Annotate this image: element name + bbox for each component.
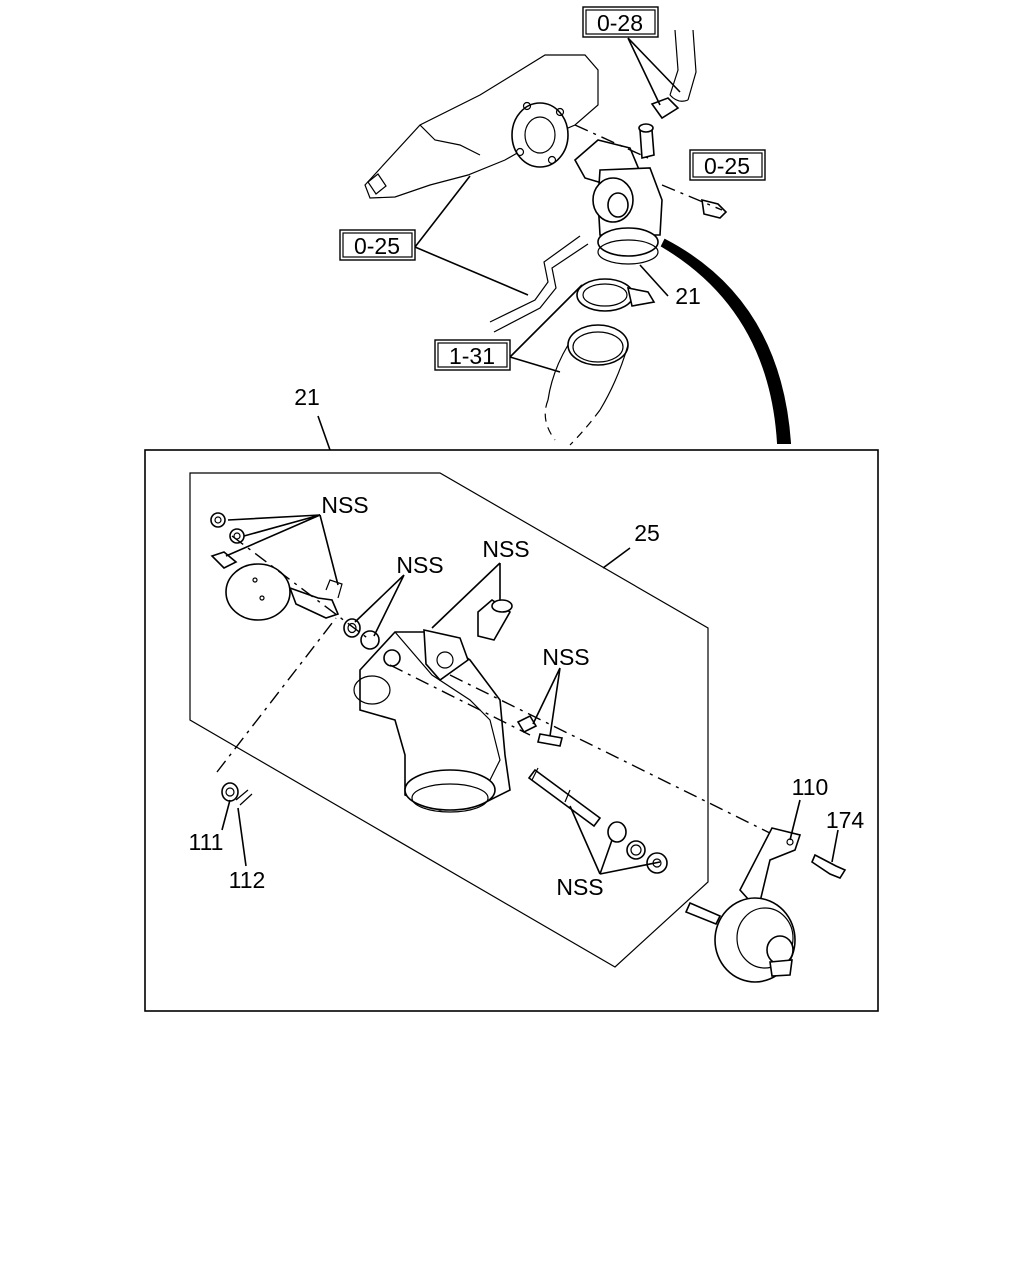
exhaust-manifold xyxy=(364,54,599,199)
valve-body-housing xyxy=(353,628,511,813)
leader-21-detail xyxy=(317,415,331,451)
exhaust-pipe xyxy=(544,324,629,446)
ref-box-0-25-right: 0-25 xyxy=(689,149,766,181)
detail-callout-arrow xyxy=(660,238,792,444)
alignment-line-upper xyxy=(574,124,723,211)
washers-nuts-top-left xyxy=(210,512,245,569)
svg-text:1-31: 1-31 xyxy=(449,343,495,369)
valve-plate xyxy=(225,563,291,621)
vacuum-actuator xyxy=(684,897,796,983)
valve-shaft xyxy=(527,767,602,828)
label-nss-top-left: NSS xyxy=(321,492,368,518)
part-number-110: 110 xyxy=(792,774,829,800)
pipe-bracket xyxy=(489,235,589,333)
lever-arm xyxy=(288,579,343,619)
alignment-lines-detail xyxy=(216,535,781,839)
bolt-upper-right xyxy=(701,198,728,219)
nut-and-stud xyxy=(516,714,563,747)
pipe-clamp xyxy=(576,278,656,312)
label-nss-center: NSS xyxy=(396,552,443,578)
svg-text:0-25: 0-25 xyxy=(704,153,750,179)
bolt-174 xyxy=(811,853,847,879)
detail-frame xyxy=(144,449,879,1012)
cotter-pin-112 xyxy=(235,789,253,806)
exhaust-brake-valve-assembly xyxy=(573,123,663,265)
part-number-21-top: 21 xyxy=(675,283,701,309)
ref-box-0-25-left: 0-25 xyxy=(339,229,416,261)
svg-text:0-25: 0-25 xyxy=(354,233,400,259)
part-number-111: 111 xyxy=(189,829,224,855)
subassembly-25-outline xyxy=(189,472,709,968)
part-number-112: 112 xyxy=(229,867,266,893)
part-number-25: 25 xyxy=(634,520,660,546)
ref-box-0-28: 0-28 xyxy=(582,6,659,38)
vacuum-hose xyxy=(669,29,697,102)
leader-25 xyxy=(602,547,631,569)
shaft-bushing xyxy=(477,598,513,641)
upper-leader-lines xyxy=(414,37,681,373)
washers-lower xyxy=(607,821,668,874)
label-nss-top-center: NSS xyxy=(482,536,529,562)
hose-clip xyxy=(650,97,680,120)
svg-text:0-28: 0-28 xyxy=(597,10,643,36)
part-number-21-detail: 21 xyxy=(294,384,320,410)
washer-111 xyxy=(221,782,239,802)
label-nss-right: NSS xyxy=(542,644,589,670)
part-number-174: 174 xyxy=(826,807,865,833)
detail-leader-lines xyxy=(221,514,839,875)
ref-box-1-31: 1-31 xyxy=(434,339,511,371)
label-nss-bottom: NSS xyxy=(556,874,603,900)
